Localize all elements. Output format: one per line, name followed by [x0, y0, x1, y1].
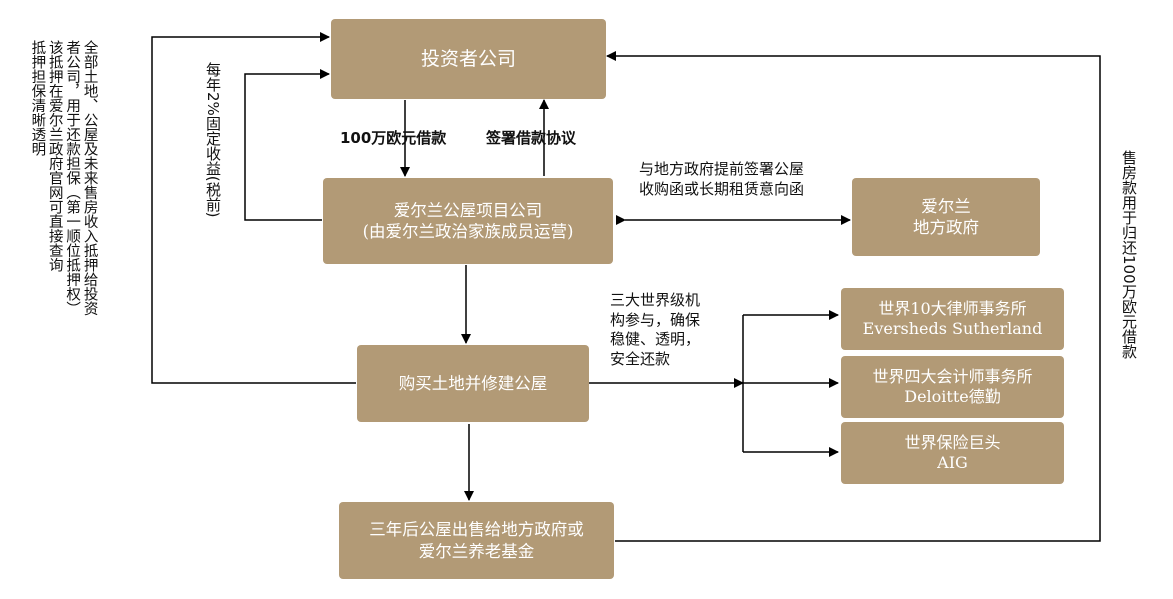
collateral-line3: 该抵押在爱尔兰政府官网可直接查询: [46, 40, 63, 272]
collateral-line4: 抵押担保清晰透明: [29, 40, 46, 156]
accounting-firm-box: 世界四大会计师事务所 Deloitte德勤: [841, 356, 1064, 418]
collateral-line1: 全部土地、公屋及未来售房收入抵押给投资: [81, 40, 98, 316]
institutions-line3: 稳健、透明，: [610, 330, 701, 348]
local-government-box: 爱尔兰 地方政府: [852, 178, 1040, 256]
local-government-line2: 地方政府: [913, 218, 979, 237]
law-firm-line2: Eversheds Sutherland: [862, 319, 1043, 338]
accounting-firm-line2: Deloitte德勤: [904, 387, 1001, 406]
law-firm-line1: 世界10大律师事务所: [878, 298, 1027, 318]
gov-agreement-line2: 收购函或长期租赁意向函: [639, 179, 805, 198]
gov-agreement-label: 与地方政府提前签署公屋 收购函或长期租赁意向函: [639, 160, 804, 199]
collateral-line2: 者公司，用于还款担保（第一顺位抵押权）: [64, 40, 81, 316]
annual-return-label: 每年2%固定收益(税前): [204, 62, 222, 218]
project-company-name: 爱尔兰公屋项目公司: [393, 200, 543, 220]
project-company-note: (由爱尔兰政治家族成员运营): [362, 222, 574, 241]
institutions-line1: 三大世界级机: [610, 291, 701, 309]
insurer-line2: AIG: [937, 453, 968, 472]
institutions-label: 三大世界级机 构参与，确保 稳健、透明， 安全还款: [610, 291, 700, 369]
annual-return-arrow: [244, 69, 330, 221]
investor-company-box: 投资者公司: [331, 19, 606, 99]
sale-line2: 爱尔兰养老基金: [418, 541, 535, 561]
sale-line1: 三年后公屋出售给地方政府或: [369, 520, 584, 540]
repay-label: 售房款用于归还100万欧元借款: [1120, 150, 1138, 359]
investor-company-label: 投资者公司: [420, 47, 516, 70]
collateral-label: 全部土地、公屋及未来售房收入抵押给投资 者公司，用于还款担保（第一顺位抵押权） …: [28, 40, 98, 400]
institutions-line2: 构参与，确保: [610, 310, 701, 329]
insurer-box: 世界保险巨头 AIG: [841, 422, 1064, 484]
collateral-arrow: [151, 32, 356, 384]
project-company-box: 爱尔兰公屋项目公司 (由爱尔兰政治家族成员运营): [323, 178, 613, 264]
accounting-firm-line1: 世界四大会计师事务所: [872, 366, 1033, 386]
local-government-line1: 爱尔兰: [921, 196, 971, 216]
institutions-line4: 安全还款: [610, 349, 671, 368]
loan-label: 100万欧元借款: [340, 129, 447, 147]
build-housing-label: 购买土地并修建公屋: [398, 373, 548, 393]
law-firm-box: 世界10大律师事务所 Eversheds Sutherland: [841, 288, 1064, 350]
gov-agreement-line1: 与地方政府提前签署公屋: [639, 160, 805, 178]
sale-box: 三年后公屋出售给地方政府或 爱尔兰养老基金: [339, 502, 614, 579]
build-housing-box: 购买土地并修建公屋: [357, 345, 589, 422]
repay-arrow: [606, 51, 1101, 542]
insurer-line1: 世界保险巨头: [904, 432, 1001, 452]
sign-agreement-label: 签署借款协议: [486, 129, 577, 147]
